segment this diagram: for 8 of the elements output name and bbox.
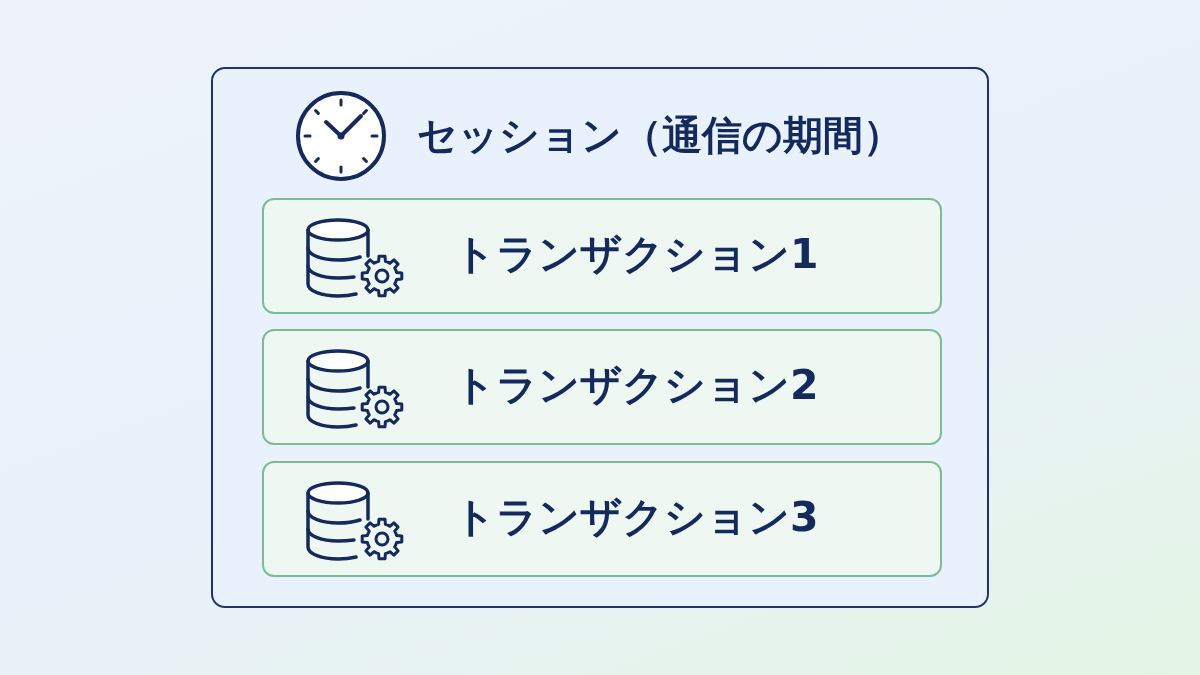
transaction-box [262, 198, 942, 314]
transaction-label: トランザクション3 [454, 493, 819, 543]
session-title: セッション（通信の期間） [417, 111, 903, 159]
session-panel [211, 67, 989, 608]
transaction-label: トランザクション2 [454, 361, 819, 411]
transaction-box [262, 461, 942, 577]
transaction-box [262, 329, 942, 445]
transaction-label: トランザクション1 [454, 230, 819, 280]
